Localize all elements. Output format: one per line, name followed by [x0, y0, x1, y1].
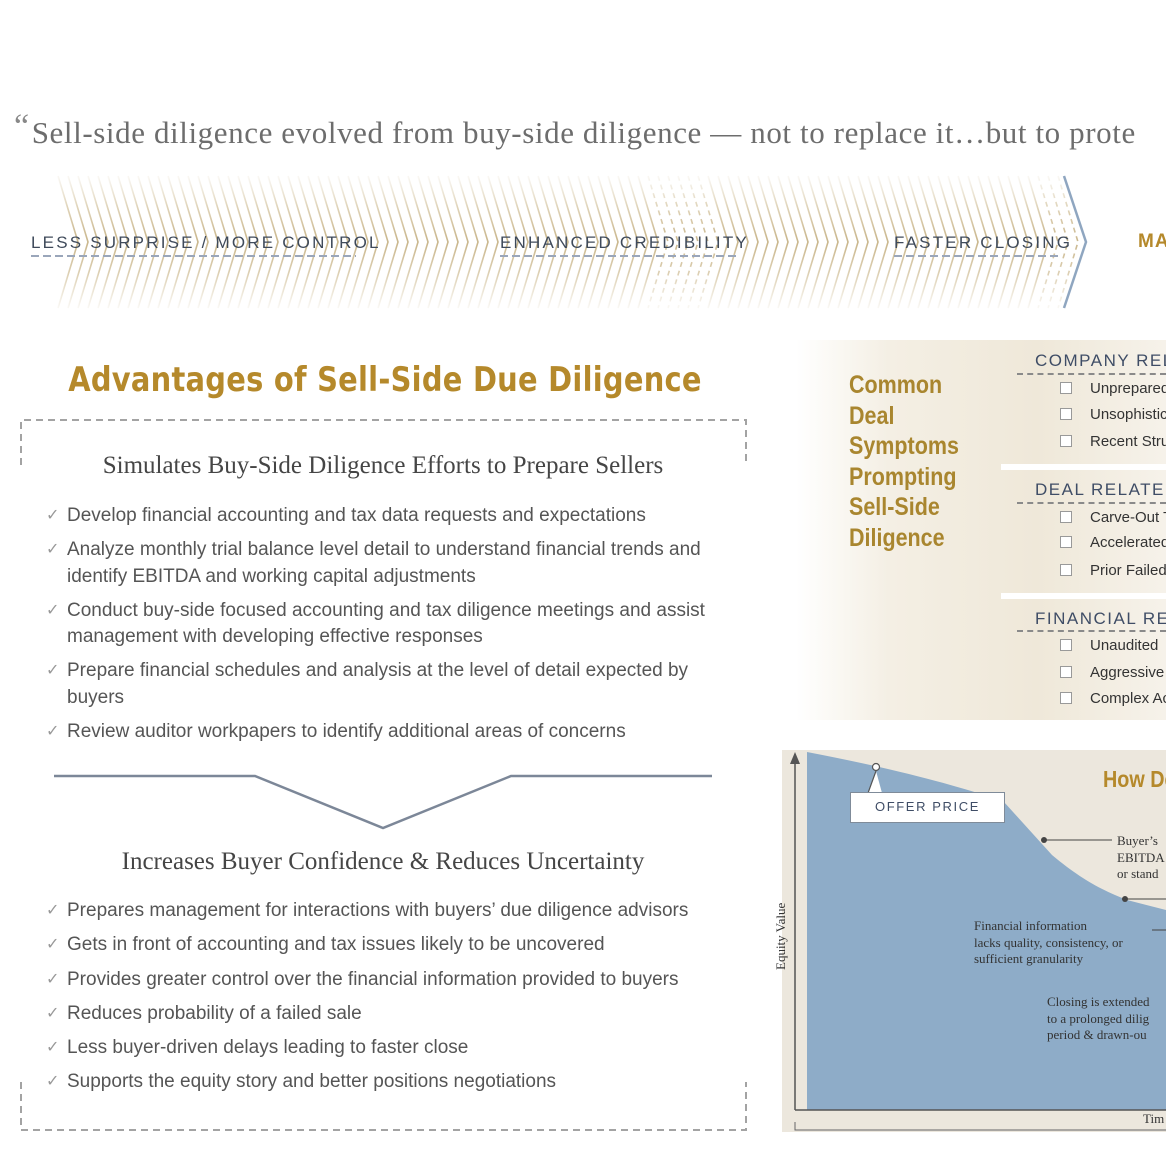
- category-underline: [1017, 630, 1166, 632]
- checkbox-icon: [1060, 536, 1072, 548]
- advantages-frame: [20, 419, 747, 1131]
- section1-title: Simulates Buy-Side Diligence Efforts to …: [102, 452, 664, 479]
- checkbox-icon: [1060, 435, 1072, 447]
- equity-area: [807, 752, 1166, 1110]
- symptom-item: Prior Failed: [1060, 562, 1166, 579]
- y-axis-label: Equity Value: [773, 902, 788, 970]
- checklist-item: ✓Conduct buy-side focused accounting and…: [46, 599, 705, 648]
- financial-info-note: Financial information lacks quality, con…: [974, 918, 1123, 966]
- checklist-item: ✓Prepare financial schedules and analysi…: [46, 660, 689, 708]
- symptoms-panel: [796, 340, 1166, 720]
- closing-note: Closing is extended to a prolonged dilig…: [1047, 994, 1150, 1042]
- benefit-enhanced-credibility: ENHANCED CREDIBILITY: [500, 233, 749, 252]
- check-icon: ✓: [46, 1073, 60, 1091]
- category-deal-related: DEAL RELATED: [1035, 480, 1166, 499]
- symptom-item: Aggressive: [1060, 664, 1164, 681]
- checkbox-icon: [1060, 382, 1072, 394]
- chart-title: How De: [1103, 766, 1166, 792]
- buyer-note: Buyer’s EBITDA or stand: [1117, 833, 1165, 881]
- symptom-item: Unaudited: [1060, 637, 1158, 654]
- check-icon: ✓: [46, 902, 60, 919]
- symptom-item: Recent Stru: [1060, 433, 1166, 450]
- checkbox-icon: [1060, 692, 1072, 704]
- symptoms-title-line: Sell-Side: [849, 493, 940, 521]
- offer-point: [871, 762, 881, 772]
- checklist-item: ✓Develop financial accounting and tax da…: [44, 503, 734, 530]
- y-axis-arrow-icon: [790, 752, 800, 764]
- offer-price-label: OFFER PRICE: [850, 792, 1005, 823]
- benefit-less-surprise: LESS SURPRISE / MORE CONTROL: [31, 233, 381, 252]
- category-separator: [1001, 593, 1166, 599]
- section2-list: ✓Prepares management for interactions wi…: [44, 898, 734, 1104]
- symptom-item: Unsophistic: [1060, 406, 1166, 423]
- checklist-item: ✓Less buyer-driven delays leading to fas…: [44, 1035, 734, 1062]
- checkbox-icon: [1060, 511, 1072, 523]
- advantages-title: Advantages of Sell-Side Due Diligence: [68, 360, 702, 400]
- category-underline: [1017, 373, 1166, 375]
- check-icon: ✓: [46, 507, 60, 524]
- checklist-item: ✓Provides greater control over the finan…: [44, 967, 734, 994]
- check-icon: ✓: [46, 541, 60, 558]
- symptom-item: Complex Ac: [1060, 690, 1166, 707]
- section-divider-chevron: [54, 774, 712, 830]
- check-icon: ✓: [46, 1039, 60, 1057]
- checklist-item: ✓Gets in front of accounting and tax iss…: [44, 932, 734, 959]
- symptom-item: Accelerated: [1060, 534, 1166, 551]
- symptoms-title-line: Common: [849, 371, 943, 399]
- symptoms-title-line: Prompting: [849, 462, 957, 491]
- checkbox-icon: [1060, 639, 1072, 651]
- check-icon: ✓: [46, 601, 60, 619]
- symptom-item: Carve-Out T: [1060, 509, 1166, 526]
- check-icon: ✓: [46, 936, 60, 954]
- symptoms-title-line: Symptoms: [849, 432, 959, 460]
- category-separator: [1001, 464, 1166, 470]
- check-icon: ✓: [46, 722, 60, 740]
- checkbox-icon: [1060, 564, 1072, 576]
- quote-text: “Sell-side diligence evolved from buy-si…: [14, 108, 1136, 150]
- checklist-item: ✓Analyze monthly trial balance level det…: [46, 539, 701, 587]
- category-company-related: COMPANY REL: [1035, 351, 1166, 370]
- symptoms-title-line: Diligence: [849, 523, 945, 552]
- checkbox-icon: [1060, 408, 1072, 420]
- checklist-item: ✓Reduces probability of a failed sale: [44, 1001, 734, 1028]
- benefit-faster-closing: FASTER CLOSING: [894, 233, 1073, 252]
- chevron-banner: [57, 175, 1088, 309]
- section2-title: Increases Buyer Confidence & Reduces Unc…: [121, 848, 645, 875]
- checklist-item: ✓Prepares management for interactions wi…: [44, 898, 734, 925]
- benefit-truncated: MA: [1138, 231, 1166, 252]
- check-icon: ✓: [46, 662, 60, 679]
- symptoms-title-line: Deal: [849, 401, 895, 430]
- checkbox-icon: [1060, 666, 1072, 678]
- section1-list: ✓Develop financial accounting and tax da…: [44, 503, 734, 753]
- symptom-item: Unprepared: [1060, 380, 1166, 397]
- benefit-underlines: [31, 255, 1060, 257]
- check-icon: ✓: [46, 1004, 60, 1022]
- checklist-item: ✓Review auditor workpapers to identify a…: [44, 719, 734, 746]
- category-underline: [1017, 502, 1166, 504]
- x-axis-label: Tim: [1143, 1111, 1165, 1126]
- category-financial-related: FINANCIAL RE: [1035, 609, 1166, 628]
- banner-end-chevron: [1062, 175, 1088, 309]
- check-icon: ✓: [46, 970, 60, 988]
- checklist-item: ✓Supports the equity story and better po…: [44, 1069, 734, 1096]
